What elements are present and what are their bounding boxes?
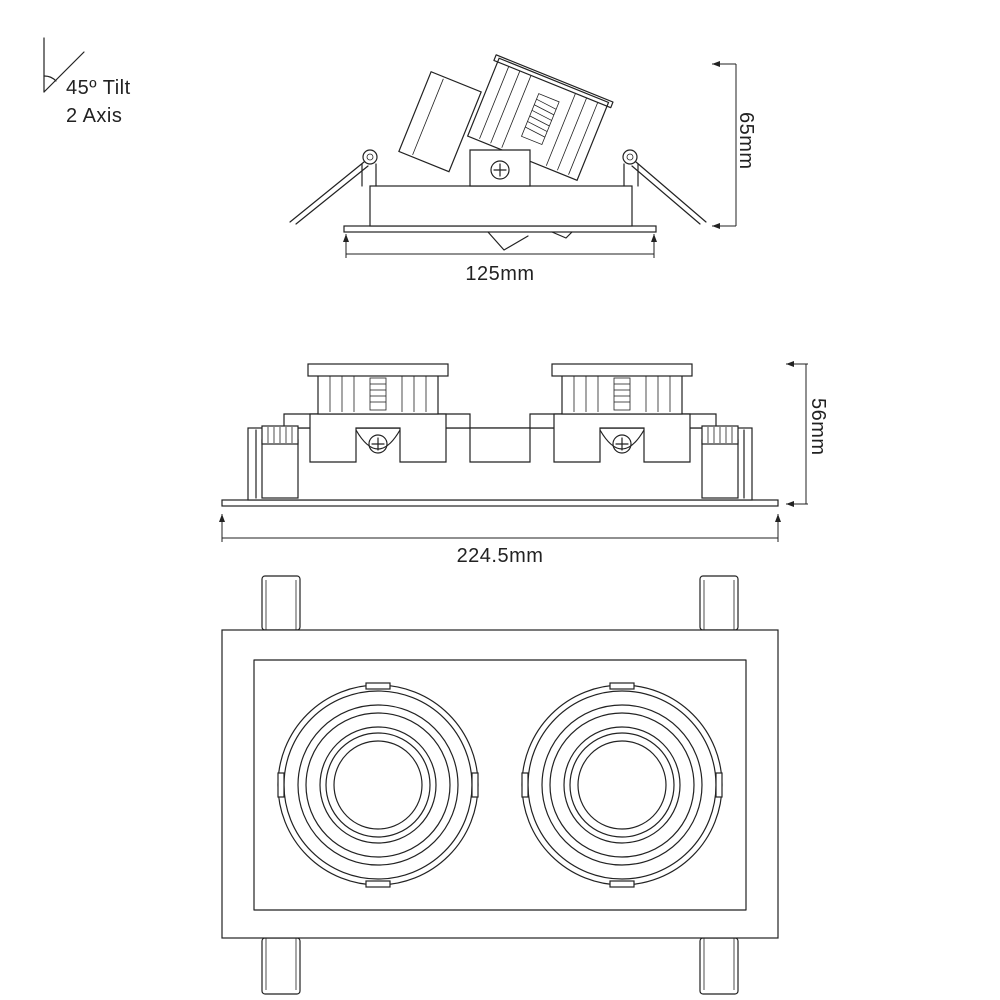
- front-lamp-left: [307, 363, 449, 463]
- top-lamp-left: [277, 682, 479, 888]
- tilt-icon: [43, 37, 85, 93]
- top-outer-frame: [221, 629, 779, 939]
- side-screw-icon: [490, 160, 510, 180]
- front-bezel-plate: [221, 499, 779, 507]
- top-clip-tab-bl: [261, 937, 301, 995]
- front-screw-left-icon: [368, 434, 388, 454]
- top-clip-tab-br: [699, 937, 739, 995]
- side-clip-left: [289, 149, 378, 225]
- tilt-angle-label: 45º Tilt: [66, 77, 131, 99]
- top-view: [221, 575, 779, 995]
- side-view: [289, 54, 707, 251]
- side-width-dimension: [343, 234, 657, 258]
- top-clip-tab-tl: [261, 575, 301, 631]
- side-housing: [369, 185, 633, 227]
- side-clip-right: [622, 149, 707, 225]
- top-lamp-right: [521, 682, 723, 888]
- front-clip-right: [701, 425, 745, 499]
- side-spring: [520, 93, 560, 146]
- front-screw-right-icon: [612, 434, 632, 454]
- front-view: [221, 363, 779, 507]
- side-bezel-plate: [343, 225, 657, 233]
- front-height-label: 56mm: [807, 398, 829, 456]
- tilt-axis-label: 2 Axis: [66, 105, 122, 127]
- front-clip-left: [255, 425, 299, 499]
- top-inner-frame: [253, 659, 747, 911]
- side-gimbal-arm: [398, 70, 482, 173]
- top-clip-tab-tr: [699, 575, 739, 631]
- front-lamp-right: [551, 363, 693, 463]
- front-height-dimension: [786, 361, 808, 507]
- side-height-dimension: [712, 61, 737, 229]
- front-width-dimension: [219, 514, 781, 542]
- front-width-label: 224.5mm: [457, 545, 544, 567]
- side-height-label: 65mm: [735, 112, 757, 170]
- side-width-label: 125mm: [465, 263, 534, 285]
